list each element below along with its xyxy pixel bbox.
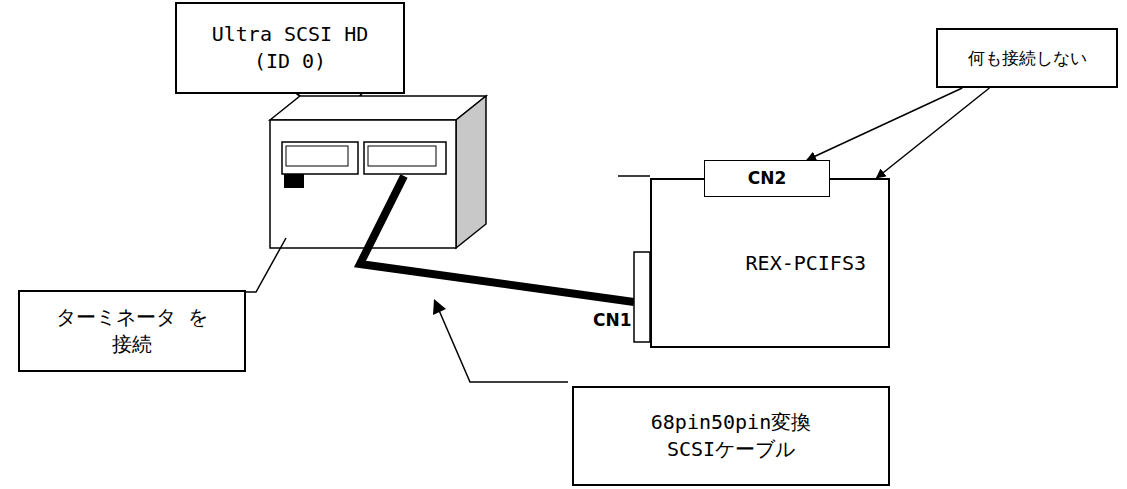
node-text: ターミネータ を接続 <box>52 304 212 358</box>
arrow-connector <box>877 88 990 178</box>
callout-box: Ultra SCSI HD (ID 0) <box>175 2 405 94</box>
card-bracket <box>618 175 650 177</box>
leader-arrowhead <box>433 299 446 315</box>
node-text: REX-PCIFS3 <box>746 250 866 277</box>
arrow-connector <box>807 88 962 160</box>
connector-label: CN1 <box>593 310 632 330</box>
callout-box: 何も接続しない <box>936 28 1118 88</box>
terminator-plug <box>284 174 304 188</box>
card-box: REX-PCIFS3 <box>650 178 890 348</box>
hd-front-face <box>270 120 456 248</box>
scsi-port-inner <box>368 146 436 166</box>
scsi-port-inner <box>286 146 348 166</box>
scsi-port <box>364 142 446 174</box>
node-text: CN2 <box>748 167 787 190</box>
connector-box: CN2 <box>704 160 830 197</box>
callout-box: ターミネータ を接続 <box>18 290 246 372</box>
cn1-connector <box>634 252 650 342</box>
callout-box: 68pin50pin変換 SCSIケーブル <box>572 386 890 486</box>
hd-top-face <box>270 96 486 120</box>
node-text: 何も接続しない <box>968 47 1087 70</box>
scsi-cable <box>360 176 634 302</box>
hd-side-face <box>456 96 486 248</box>
node-text: 68pin50pin変換 SCSIケーブル <box>621 409 841 463</box>
leader-line <box>246 238 286 292</box>
leader-line <box>438 308 568 382</box>
scsi-port <box>282 142 358 174</box>
node-text: Ultra SCSI HD (ID 0) <box>200 21 380 75</box>
